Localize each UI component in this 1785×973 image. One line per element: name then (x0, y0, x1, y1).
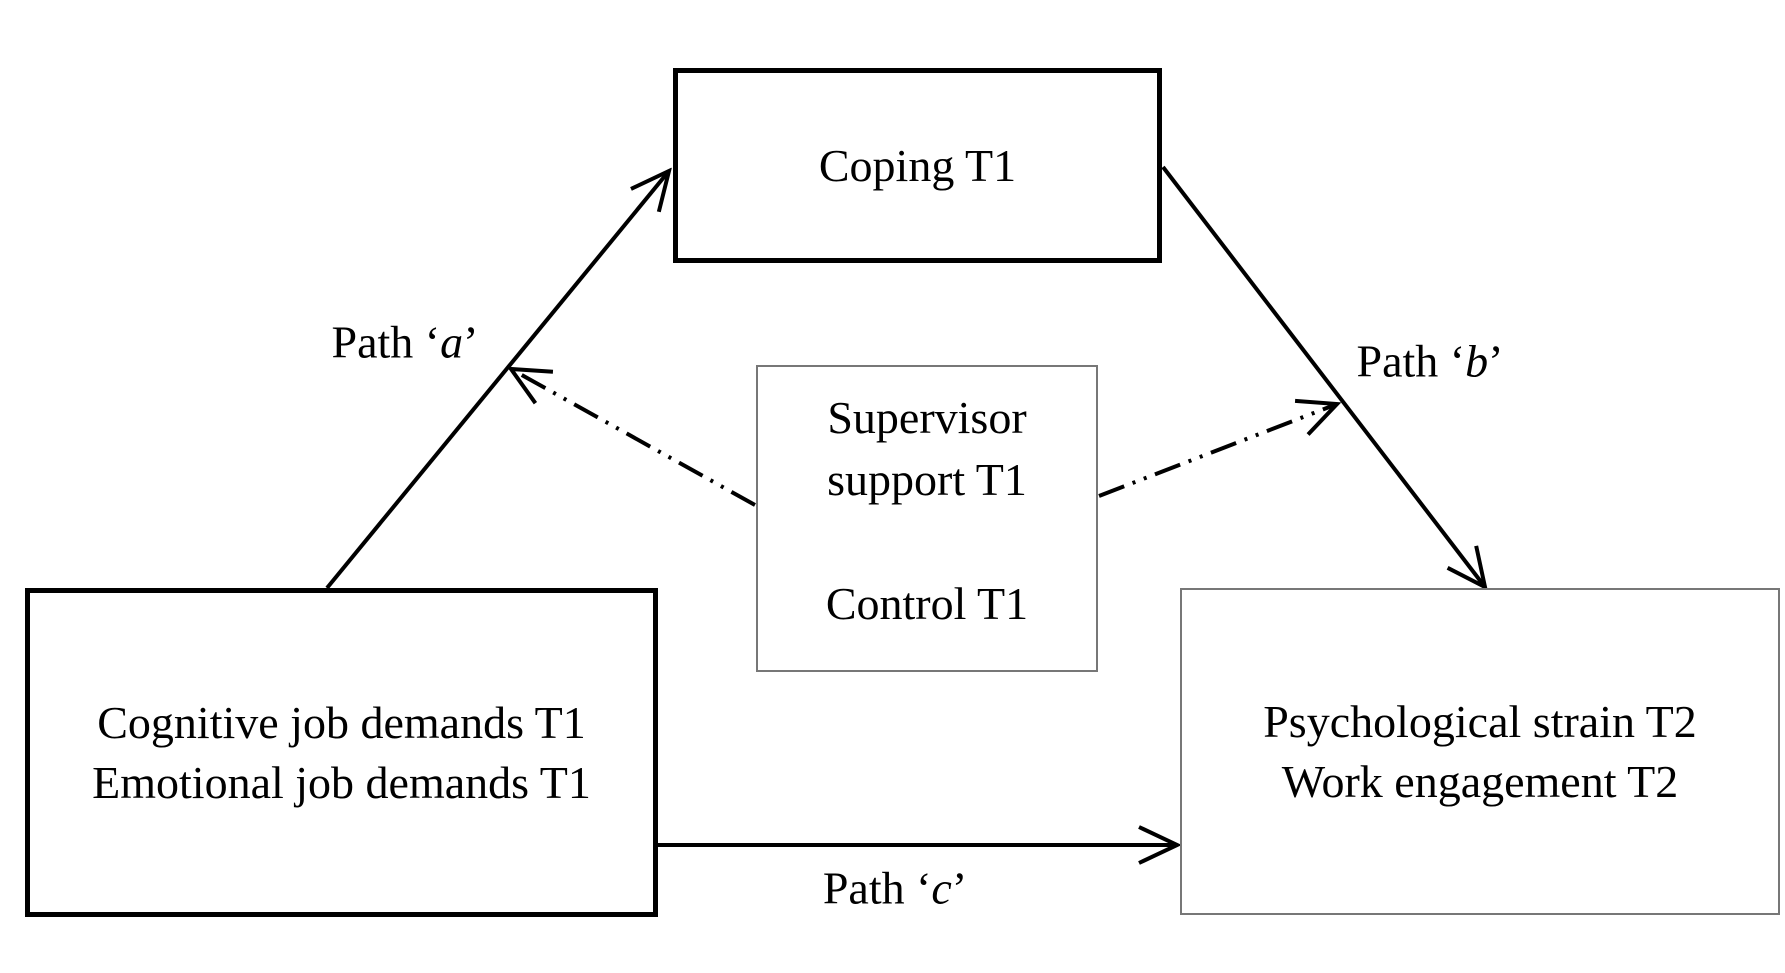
box-line: Cognitive job demands T1 (97, 696, 586, 748)
path-c-label-prefix: Path ‘ (822, 862, 932, 914)
box-line: Control T1 (825, 578, 1029, 629)
box-line: Work engagement T2 (1281, 755, 1679, 807)
path-b-letter: b (1465, 335, 1489, 387)
box-line: Psychological strain T2 (1263, 695, 1697, 747)
path-a-label-prefix: Path ‘ (331, 316, 441, 368)
path-a-arrow (325, 171, 669, 590)
moderation-arrow-to-path-a (511, 369, 756, 507)
box-outcomes: Psychological strain T2 Work engagement … (1180, 588, 1780, 915)
path-b-label-suffix: ’ (1488, 335, 1504, 387)
box-moderators: Supervisor support T1 Control T1 (756, 365, 1098, 672)
box-line: Coping T1 (818, 139, 1017, 191)
box-line: Emotional job demands T1 (92, 756, 591, 808)
path-c-label: Path ‘c’ (823, 862, 967, 915)
moderation-arrow-to-path-b (1098, 404, 1337, 498)
path-c-letter: c (931, 862, 952, 914)
path-b-label: Path ‘b’ (1357, 335, 1504, 388)
box-job-demands: Cognitive job demands T1 Emotional job d… (25, 588, 658, 917)
box-line: Supervisor support T1 (827, 392, 1027, 505)
path-c-label-suffix: ’ (951, 862, 968, 914)
path-a-letter: a (440, 316, 464, 368)
path-a-label-suffix: ’ (463, 316, 479, 368)
path-a-label: Path ‘a’ (332, 316, 479, 369)
path-b-label-prefix: Path ‘ (1356, 335, 1466, 387)
box-coping: Coping T1 (673, 68, 1162, 263)
